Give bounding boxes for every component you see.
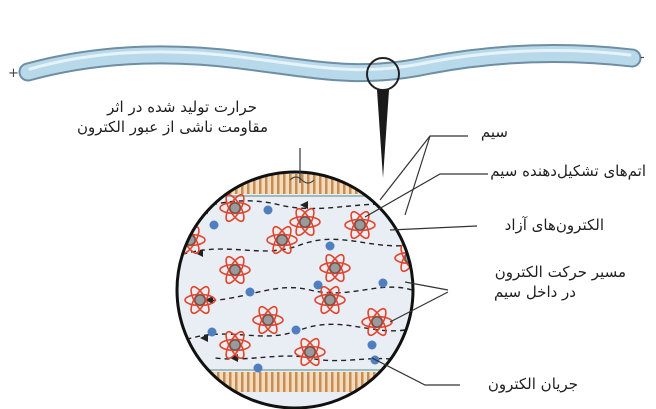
label-path-line2: در داخل سیم — [494, 283, 576, 302]
magnified-view — [170, 165, 425, 409]
free-electron — [246, 288, 255, 297]
free-electron — [264, 206, 273, 215]
leader-free-electrons — [390, 226, 477, 230]
atom-nucleus — [195, 295, 205, 305]
leader-wire — [380, 136, 468, 200]
atom-nucleus — [230, 340, 240, 350]
atom-nucleus — [372, 317, 382, 327]
free-electron — [210, 221, 219, 230]
atom-nucleus — [230, 265, 240, 275]
atom-nucleus — [355, 220, 365, 230]
free-electron — [368, 341, 377, 350]
free-electron — [326, 242, 335, 251]
label-free-electrons: الکترون‌های آزاد — [505, 216, 604, 235]
label-wire: سیم — [481, 123, 508, 142]
free-electron — [379, 279, 388, 288]
label-current: جریان الکترون — [488, 375, 578, 394]
atom-nucleus — [277, 235, 287, 245]
atom-nucleus — [300, 217, 310, 227]
terminal-right: - — [640, 50, 645, 65]
heat-strip-bottom — [170, 372, 420, 392]
magnifier-pointer — [377, 90, 389, 178]
label-heat-line2: مقاومت ناشی از عبور الکترون — [77, 118, 268, 137]
atom-nucleus — [305, 347, 315, 357]
atom-nucleus — [263, 315, 273, 325]
free-electron — [254, 364, 263, 373]
label-atoms: اتم‌های تشکیل‌دهنده سیم — [490, 162, 646, 181]
free-electron — [292, 326, 301, 335]
atom-nucleus — [230, 203, 240, 213]
free-electron — [208, 328, 217, 337]
atom-nucleus — [330, 263, 340, 273]
terminal-left: + — [8, 66, 19, 81]
atom-nucleus — [325, 295, 335, 305]
label-path-line1: مسیر حرکت الکترون — [495, 263, 626, 282]
free-electron — [314, 281, 323, 290]
leader-wire-2 — [405, 136, 430, 215]
label-heat-line1: حرارت تولید شده در اثر — [107, 98, 257, 117]
